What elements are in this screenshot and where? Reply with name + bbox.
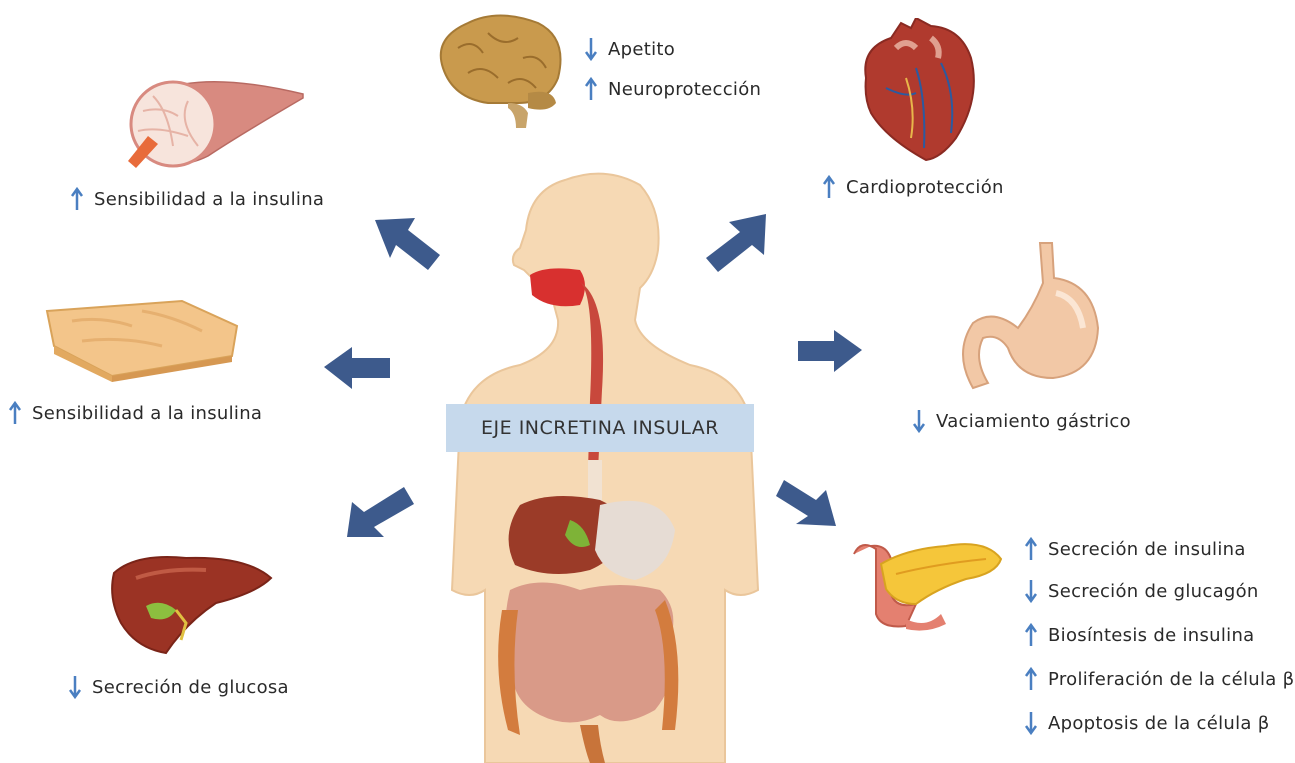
arrow-to-heart-icon [704, 210, 769, 272]
brain-icon [428, 8, 568, 130]
center-label: EJE INCRETINA INSULAR [481, 417, 719, 439]
arrow-to-muscle-icon [370, 210, 445, 275]
heart-icon [846, 18, 986, 163]
pancreas-effect-4: Proliferación de la célula β [1024, 666, 1294, 692]
stomach-effect-1: Vaciamiento gástrico [912, 408, 1131, 434]
muscle-effect-1: Sensibilidad a la insulina [70, 186, 324, 212]
pancreas-effect-5-label: Apoptosis de la célula β [1048, 713, 1270, 734]
heart-effect-1: Cardioprotección [822, 174, 1004, 200]
pancreas-effect-3: Biosíntesis de insulina [1024, 622, 1255, 648]
pancreas-effect-1-label: Secreción de insulina [1048, 539, 1246, 560]
adipose-effect-1: Sensibilidad a la insulina [8, 400, 262, 426]
pancreas-effect-3-label: Biosíntesis de insulina [1048, 625, 1255, 646]
brain-effect-2: Neuroprotección [584, 76, 761, 102]
pancreas-effect-2: Secreción de glucagón [1024, 578, 1259, 604]
pancreas-icon [846, 534, 1004, 634]
muscle-icon [118, 76, 308, 171]
arrow-to-stomach-icon [796, 328, 864, 373]
down-arrow-icon [68, 674, 82, 700]
pancreas-effect-2-label: Secreción de glucagón [1048, 581, 1259, 602]
liver-effect-1-label: Secreción de glucosa [92, 677, 289, 698]
up-arrow-icon [8, 400, 22, 426]
adipose-effect-1-label: Sensibilidad a la insulina [32, 403, 262, 424]
up-arrow-icon [822, 174, 836, 200]
up-arrow-icon [1024, 622, 1038, 648]
brain-effect-2-label: Neuroprotección [608, 79, 761, 100]
brain-effect-1: Apetito [584, 36, 675, 62]
pancreas-effect-1: Secreción de insulina [1024, 536, 1246, 562]
up-arrow-icon [1024, 536, 1038, 562]
pancreas-effect-4-label: Proliferación de la célula β [1048, 669, 1294, 690]
down-arrow-icon [1024, 710, 1038, 736]
up-arrow-icon [584, 76, 598, 102]
arrow-to-liver-icon [342, 482, 417, 542]
pancreas-effect-5: Apoptosis de la célula β [1024, 710, 1270, 736]
arrow-to-pancreas-icon [774, 478, 840, 533]
down-arrow-icon [584, 36, 598, 62]
arrow-to-adipose-icon [322, 345, 392, 390]
center-label-box: EJE INCRETINA INSULAR [446, 404, 754, 452]
down-arrow-icon [912, 408, 926, 434]
liver-icon [106, 548, 274, 660]
stomach-effect-1-label: Vaciamiento gástrico [936, 411, 1131, 432]
adipose-tissue-icon [42, 296, 242, 382]
down-arrow-icon [1024, 578, 1038, 604]
brain-effect-1-label: Apetito [608, 39, 675, 60]
up-arrow-icon [1024, 666, 1038, 692]
liver-effect-1: Secreción de glucosa [68, 674, 289, 700]
heart-effect-1-label: Cardioprotección [846, 177, 1004, 198]
muscle-effect-1-label: Sensibilidad a la insulina [94, 189, 324, 210]
up-arrow-icon [70, 186, 84, 212]
stomach-icon [958, 238, 1108, 398]
